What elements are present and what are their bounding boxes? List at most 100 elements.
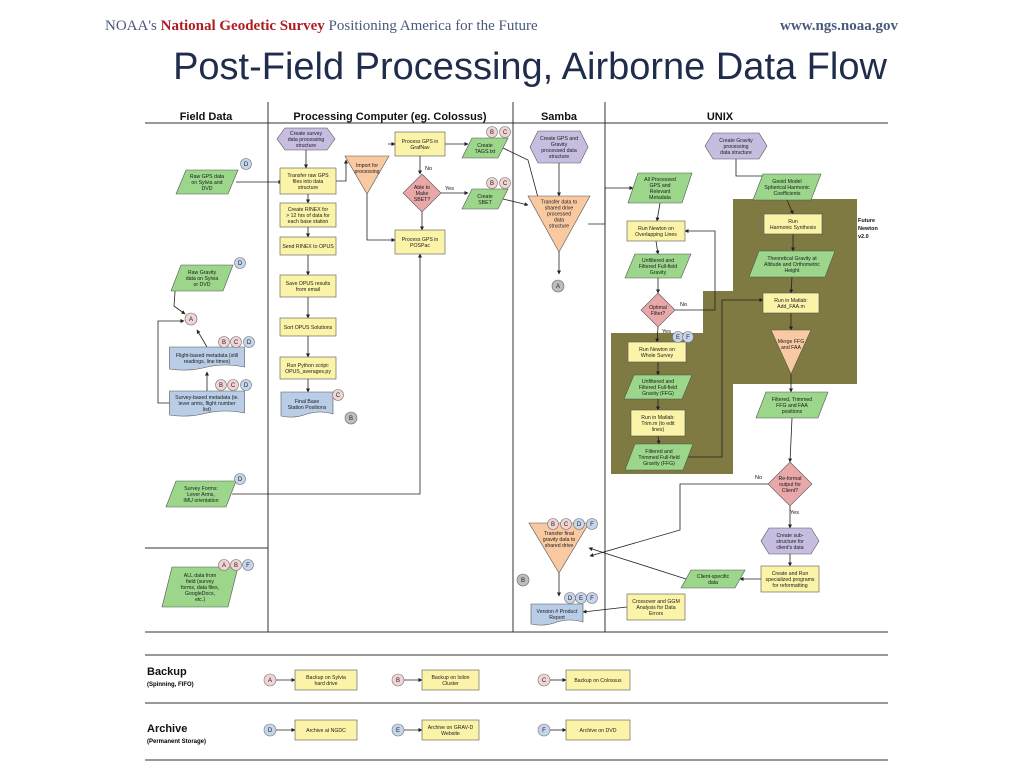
node-label-line: Able to [414, 185, 430, 191]
legend-badge-letter: A [268, 678, 272, 684]
node-label-line: POSPac [410, 243, 430, 249]
node-label-line: processing [723, 144, 748, 150]
node-label-line: structure [549, 154, 569, 160]
badge-letter: D [238, 477, 243, 483]
slide-title: Post-Field Processing, Airborne Data Flo… [173, 46, 887, 88]
node-label-line: Survey-based metadata (ie. [175, 395, 239, 401]
badge-d: D [234, 257, 246, 269]
badge-circle [682, 331, 694, 343]
node-shape [528, 522, 590, 574]
node-send-opus[interactable]: Send RINEX to OPUS [279, 236, 337, 256]
connector-a: A [184, 312, 198, 326]
node-survey-meta[interactable]: Survey-based metadata (ie.lever arms, fl… [169, 390, 245, 417]
legend-label-line: Cluster [442, 681, 459, 687]
badge-letter: D [577, 522, 582, 528]
badge-circle [486, 177, 498, 189]
badge-circle [240, 158, 252, 170]
future-label-line: v2.0 [858, 234, 869, 240]
node-label-line: shared drive [545, 543, 574, 549]
badge-circle [230, 559, 242, 571]
flow-arrow [655, 326, 660, 343]
node-label-line: Optimal [649, 305, 667, 311]
node-label-line: Run Newton on [639, 347, 675, 353]
node-label-line: processing [354, 169, 379, 175]
node-label-line: lever arms, flight number [178, 401, 235, 407]
future-label-line: Newton [858, 226, 879, 232]
node-label-line: Create survey [290, 131, 323, 137]
node-shape [279, 274, 337, 298]
badge-c: C [332, 389, 344, 401]
node-label-line: Gravity [650, 270, 667, 276]
node-label-line: Run Newton on [638, 226, 674, 232]
node-python[interactable]: Run Python script:OPUS_averages.py [279, 356, 337, 380]
node-label-line: Transfer data to [541, 200, 578, 206]
node-label-line: SBET? [414, 197, 431, 203]
connector-circle [516, 573, 530, 587]
node-rinex[interactable]: Create RINEX for> 12 hrs of data foreach… [279, 202, 337, 228]
node-label-line: Run [788, 219, 798, 225]
node-shape [627, 341, 687, 363]
node-shape [623, 374, 693, 400]
node-label-line: data processing [288, 137, 325, 143]
node-label-line: Harmonic Synthesis [770, 225, 817, 231]
org-name: National Geodetic Survey [160, 18, 325, 34]
node-shape [624, 443, 694, 471]
badge-b: B [215, 379, 227, 391]
flow-arrow [502, 147, 542, 206]
node-label-line: Make [416, 191, 429, 197]
node-label-line: Height [785, 268, 801, 274]
node-label-line: client's data [776, 545, 803, 551]
node-sort-opus[interactable]: Sort OPUS Solutions [279, 317, 337, 337]
node-label-line: Create [477, 143, 493, 149]
header-url[interactable]: www.ngs.noaa.gov [780, 18, 898, 34]
badge-letter: B [551, 522, 555, 528]
flow-arrow [366, 194, 396, 242]
node-survey-forms[interactable]: Survey Forms:Lever Arms,IMU orientation [165, 480, 237, 508]
node-label-line: Trimmed Full-field [638, 455, 679, 461]
badge-d: D [564, 592, 576, 604]
node-label-line: Create GPS and [540, 136, 578, 142]
node-matlab-faa[interactable]: Run in Matlab:Add_FAA.m [762, 292, 820, 314]
legend-label-line: hard drive [314, 681, 337, 687]
